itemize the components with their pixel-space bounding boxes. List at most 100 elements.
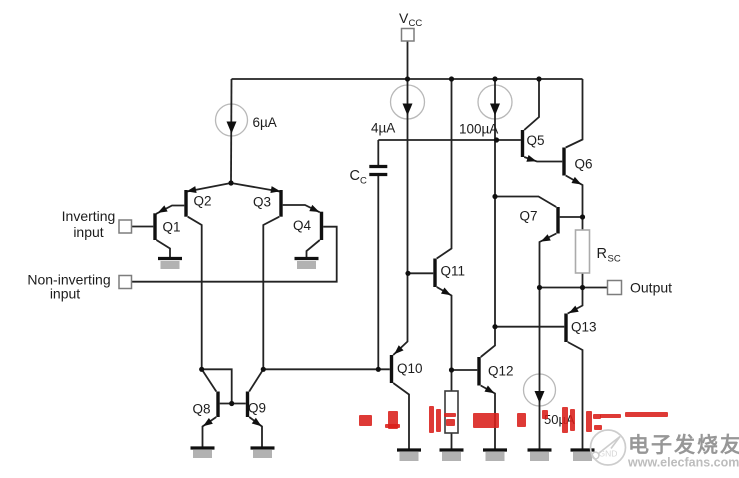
q1-emitter-arrow xyxy=(157,205,168,213)
vcc-label: V xyxy=(399,10,409,26)
wire-q9-emitter xyxy=(248,416,263,448)
ground-q8-pad xyxy=(193,450,212,458)
label-q8: Q8 xyxy=(193,402,211,417)
q2-emitter-arrow xyxy=(186,186,197,194)
label-6ua: 6µA xyxy=(253,115,277,130)
label-100ua: 100µA xyxy=(459,122,498,137)
source-50ua-arrow xyxy=(534,391,545,403)
source-6ua-arrow xyxy=(226,121,237,134)
wire-q6-collector xyxy=(565,79,584,149)
junction-dot-1 xyxy=(404,76,411,82)
label-q4: Q4 xyxy=(293,218,312,233)
junction-dot-6 xyxy=(493,137,500,143)
q9-emitter-arrow xyxy=(251,417,262,427)
red-watermark-fragment-8 xyxy=(473,413,499,428)
source-100ua-arrow xyxy=(490,103,500,116)
q10-emitter-arrow xyxy=(394,345,404,355)
label-q11: Q11 xyxy=(441,264,466,279)
label-q7: Q7 xyxy=(520,209,538,224)
label-noninverting-line1: Non-inverting xyxy=(27,272,110,288)
wire-mirror-diode-link xyxy=(201,368,233,404)
wire-4ua-column-q10-emitter xyxy=(392,79,409,356)
wire-q12-emitter xyxy=(480,384,496,450)
q11-emitter-resistor xyxy=(444,390,459,434)
junction-dot-16 xyxy=(375,366,381,372)
red-watermark-fragment-1 xyxy=(359,415,372,426)
vcc-label-sub: CC xyxy=(409,18,423,29)
ground-q9-pad xyxy=(253,450,272,458)
cc-label-sub: C xyxy=(360,176,367,187)
q3-emitter-arrow xyxy=(270,186,281,193)
ground-r1-pad xyxy=(442,452,461,461)
wire-q4-base-noninverting xyxy=(131,225,338,283)
watermark-brand: 电子发烧友 xyxy=(628,433,739,457)
wire-q11-emitter-column xyxy=(436,286,453,391)
red-watermark-fragment-4 xyxy=(429,406,434,433)
q5-emitter-arrow xyxy=(526,155,537,162)
ground-q13-pad xyxy=(573,452,592,461)
ground-q4-pad xyxy=(297,261,316,269)
vcc-terminal xyxy=(400,27,415,42)
junction-dot-15 xyxy=(260,366,266,372)
q11-emitter-arrow xyxy=(441,287,451,296)
label-q13: Q13 xyxy=(571,320,597,335)
junction-dot-17 xyxy=(229,400,235,407)
junction-dot-9 xyxy=(405,270,411,276)
label-4ua: 4µA xyxy=(371,121,395,136)
label-q1: Q1 xyxy=(163,220,181,235)
wire-q1-collector xyxy=(155,239,171,259)
label-output: Output xyxy=(630,280,672,296)
wire-q2-base-q1-emitter xyxy=(155,204,185,215)
red-watermark-fragment-14 xyxy=(593,414,601,419)
wire-q5-collector xyxy=(523,79,540,131)
wire-q4-collector xyxy=(305,239,321,259)
inverting-input-terminal xyxy=(118,219,133,234)
noninverting-input-terminal xyxy=(118,274,133,290)
wire-q13-emitter xyxy=(567,341,584,450)
red-watermark-fragment-5 xyxy=(436,409,441,432)
red-watermark-fragment-10 xyxy=(542,410,548,419)
junction-dot-5 xyxy=(228,180,234,186)
wire-q8-collector xyxy=(200,368,218,392)
red-watermark-fragment-7 xyxy=(446,419,455,426)
q13-emitter-arrow xyxy=(568,305,579,314)
wire-q7-emitter-50ua-column xyxy=(538,232,557,450)
rsc-label: R xyxy=(597,246,607,262)
ground-q10-pad xyxy=(399,452,419,461)
junction-dot-4 xyxy=(536,76,542,82)
junction-dot-14 xyxy=(199,366,205,372)
label-q2: Q2 xyxy=(194,194,212,209)
label-q5: Q5 xyxy=(527,133,545,148)
label-q6: Q6 xyxy=(575,157,593,172)
junction-dot-10 xyxy=(492,324,498,330)
junction-dot-12 xyxy=(579,284,586,291)
watermark-url: www.elecfans.com xyxy=(627,456,739,470)
rsc-resistor xyxy=(574,229,591,274)
label-noninverting-line2: input xyxy=(50,286,80,302)
wire-q10-collector-ground xyxy=(392,382,410,450)
wire-q9-collector xyxy=(248,368,265,392)
q8-emitter-arrow xyxy=(203,417,213,427)
junction-dot-11 xyxy=(536,284,543,291)
junction-dot-13 xyxy=(448,367,455,373)
ground-q1-pad xyxy=(160,261,180,269)
q4-emitter-arrow xyxy=(309,204,320,212)
elecfans-logo-pivot xyxy=(591,451,600,460)
wire-q3-collector xyxy=(262,215,280,370)
q12-emitter-arrow xyxy=(484,385,495,394)
red-watermark-fragment-15 xyxy=(594,425,602,430)
output-terminal xyxy=(606,279,623,296)
label-q3: Q3 xyxy=(253,195,271,210)
source-4ua-arrow xyxy=(402,103,413,116)
rsc-label-sub: SC xyxy=(608,254,621,265)
cc-label: C xyxy=(350,168,360,184)
q7-emitter-arrow xyxy=(540,234,551,242)
red-watermark-fragment-17 xyxy=(625,412,668,417)
elecfans-logo-nib-2 xyxy=(610,435,621,450)
red-watermark-fragment-16 xyxy=(600,414,621,418)
wire-q2-collector xyxy=(187,215,203,370)
red-watermark-fragment-9 xyxy=(517,413,526,427)
label-inverting-line1: Inverting xyxy=(62,208,116,224)
red-watermark-fragment-13 xyxy=(586,411,592,432)
